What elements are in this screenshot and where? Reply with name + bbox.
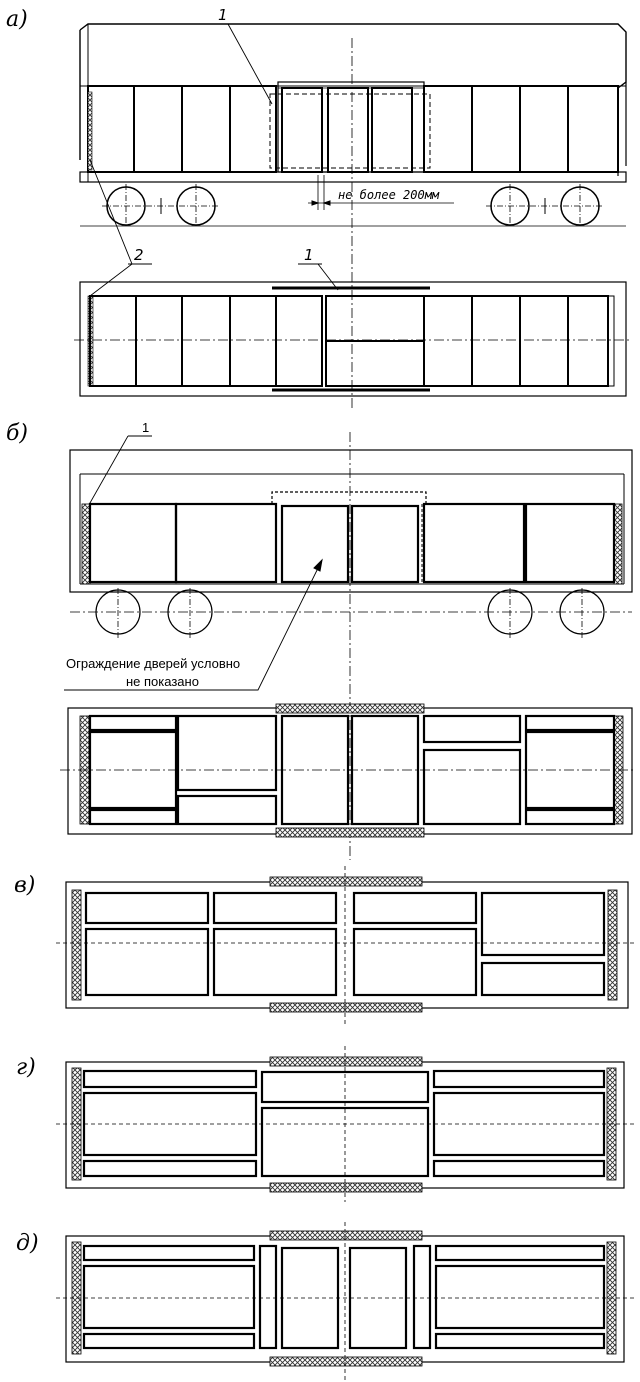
scheme-v-plan-view xyxy=(56,866,636,1024)
scheme-d: д) xyxy=(16,1222,634,1380)
scheme-b-plan-view xyxy=(60,703,636,838)
dimension-max-200mm: не более 200мм xyxy=(338,188,440,202)
note-door-guard-line2: не показано xyxy=(126,674,199,689)
callout-a-plan-2: 2 xyxy=(134,246,144,264)
callout-b-side-1: 1 xyxy=(142,420,149,435)
scheme-b-side-view xyxy=(64,432,633,860)
scheme-a-callout-leaders xyxy=(89,23,339,297)
label-g: г) xyxy=(16,1055,36,1080)
scheme-b: б) 1 xyxy=(6,420,636,860)
scheme-a-side-view xyxy=(79,23,627,410)
scheme-d-plan-view xyxy=(56,1222,634,1380)
scheme-a: а) xyxy=(6,6,632,410)
scheme-a-plan-view xyxy=(74,281,632,397)
scheme-g: г) xyxy=(16,1046,634,1202)
callout-a-side-1: 1 xyxy=(218,6,228,24)
note-door-guard-line1: Ограждение дверей условно xyxy=(66,656,240,671)
label-d: д) xyxy=(16,1231,39,1256)
label-a: а) xyxy=(6,7,28,32)
scheme-g-plan-view xyxy=(56,1046,634,1202)
callout-a-plan-1: 1 xyxy=(304,246,314,264)
scheme-v: в) xyxy=(14,866,636,1024)
label-v: в) xyxy=(14,873,35,898)
label-b: б) xyxy=(6,421,28,446)
